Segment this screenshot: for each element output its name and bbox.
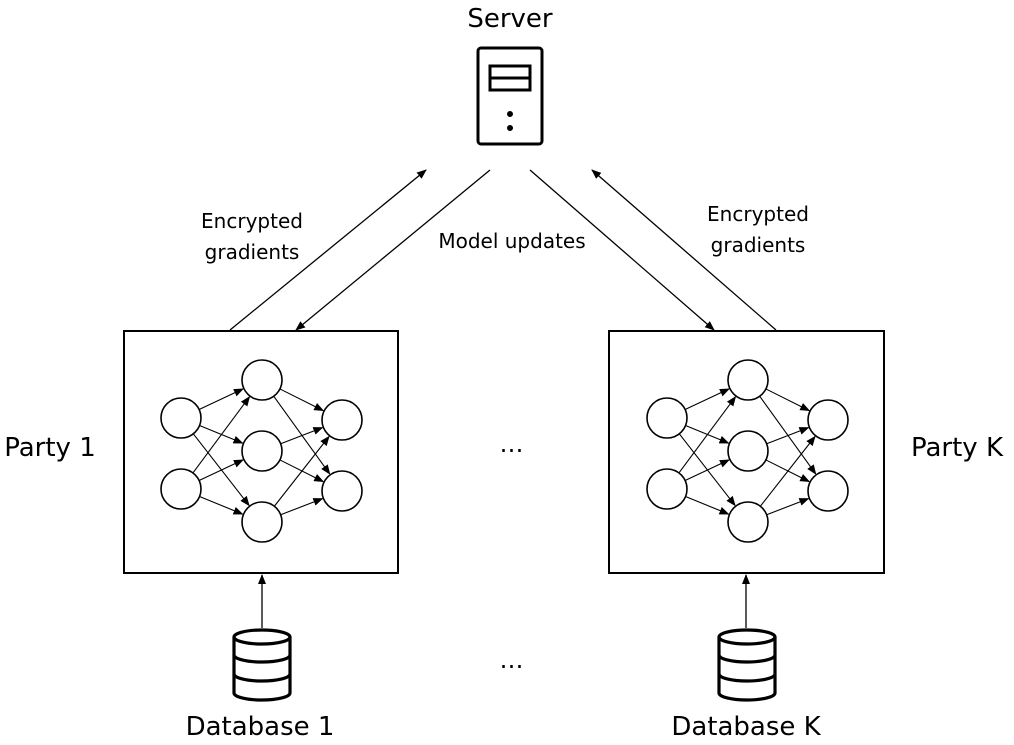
network-node <box>646 397 688 439</box>
server-label: Server <box>467 4 553 34</box>
database-band <box>717 654 777 664</box>
database-icon <box>232 628 292 702</box>
party-1-box <box>123 330 399 574</box>
network-edge <box>766 498 810 516</box>
encrypted-gradients-label-left-line1: Encrypted <box>201 209 303 233</box>
database-band <box>717 673 777 683</box>
party-k-box <box>608 330 885 574</box>
database-band <box>232 673 292 683</box>
database-body <box>232 637 292 702</box>
network-edge <box>759 435 816 507</box>
database-icon <box>717 628 777 702</box>
network-edge <box>198 459 244 482</box>
encrypted-gradients-arrow-left <box>229 169 427 331</box>
encrypted-gradients-label-left-line2: gradients <box>205 240 300 264</box>
network-edge <box>684 388 730 411</box>
encrypted-gradients-arrow-right <box>591 169 777 331</box>
network-node <box>807 399 849 441</box>
party-k-label: Party K <box>911 433 1004 463</box>
network-node <box>646 468 688 510</box>
network-edge <box>280 498 324 516</box>
network-edge <box>766 427 810 445</box>
network-edge <box>273 435 330 507</box>
network-node <box>321 470 363 512</box>
parties-ellipsis: … <box>500 430 525 458</box>
database-k-label: Database K <box>671 712 821 742</box>
network-node <box>727 430 769 472</box>
arrows <box>229 169 777 331</box>
model-updates-arrow-right <box>529 169 715 331</box>
network-edge <box>192 396 251 474</box>
network-node <box>807 470 849 512</box>
neural-network-icon <box>160 359 363 543</box>
network-node <box>160 468 202 510</box>
network-edge <box>279 388 325 412</box>
network-node <box>241 501 283 543</box>
network-node <box>160 397 202 439</box>
databases-ellipsis: … <box>500 646 525 674</box>
database-top <box>232 628 292 646</box>
encrypted-gradients-label-right-line2: gradients <box>711 233 806 257</box>
party-1-label: Party 1 <box>4 433 96 463</box>
network-node <box>727 359 769 401</box>
encrypted-gradients-label-right-line1: Encrypted <box>707 202 809 226</box>
network-edge <box>198 388 244 411</box>
network-edge <box>765 388 811 412</box>
database-body <box>717 637 777 702</box>
model-updates-arrow-left <box>295 169 491 331</box>
network-node <box>727 501 769 543</box>
database-band <box>232 654 292 664</box>
database-1-label: Database 1 <box>186 712 335 742</box>
network-node <box>241 430 283 472</box>
network-node <box>321 399 363 441</box>
network-edge <box>685 496 730 515</box>
database-arrows <box>258 574 750 628</box>
network-edge <box>678 396 737 474</box>
database-top <box>717 628 777 646</box>
model-updates-label: Model updates <box>438 229 585 253</box>
neural-network-icon <box>646 359 849 543</box>
network-edge <box>280 427 324 445</box>
network-edge <box>199 496 244 515</box>
network-node <box>241 359 283 401</box>
network-edge <box>684 459 730 482</box>
server-icon <box>476 46 544 146</box>
